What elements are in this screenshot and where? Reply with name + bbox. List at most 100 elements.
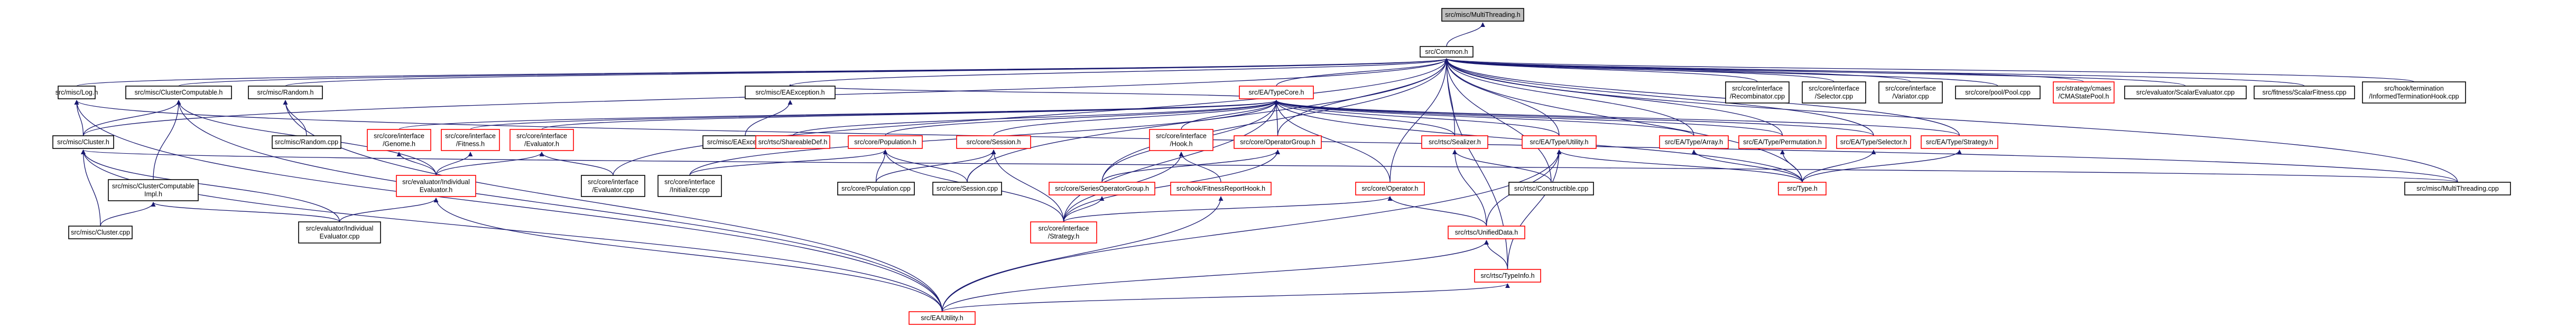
- node-typeutility-h[interactable]: src/EA/Type/Utility.h: [1522, 135, 1597, 149]
- node-typeselector-h[interactable]: src/EA/Type/Selector.h: [1836, 135, 1911, 149]
- node-cluster-cpp[interactable]: src/misc/Cluster.cpp: [68, 226, 133, 239]
- node-box[interactable]: [1659, 135, 1729, 149]
- node-box[interactable]: [2362, 81, 2466, 104]
- node-variator-cpp[interactable]: src/core/interface/Variator.cpp: [1878, 81, 1943, 104]
- node-box[interactable]: [272, 135, 341, 149]
- node-constructible-cpp[interactable]: src/rtsc/Constructible.cpp: [1508, 182, 1594, 195]
- edge-cluster_cpp-to-clustercomputableimpl_h: [100, 202, 156, 227]
- node-selector-cpp[interactable]: src/core/interface/Selector.cpp: [1802, 81, 1866, 104]
- node-box[interactable]: [1522, 135, 1597, 149]
- node-box[interactable]: [1420, 46, 1474, 58]
- node-unifieddata-h[interactable]: src/rtsc/UnifiedData.h: [1448, 226, 1525, 239]
- node-scalarfitness-cpp[interactable]: src/fitness/ScalarFitness.cpp: [2254, 86, 2355, 99]
- node-box[interactable]: [125, 86, 232, 99]
- node-shareabledef-h[interactable]: src/rtsc/ShareableDef.h: [755, 135, 830, 149]
- node-box[interactable]: [909, 311, 976, 325]
- node-cluster-h[interactable]: src/misc/Cluster.h: [52, 135, 114, 149]
- node-box[interactable]: [2404, 182, 2511, 195]
- node-box[interactable]: [1836, 135, 1911, 149]
- node-multithreading-h[interactable]: src/misc/MultiThreading.h: [1441, 8, 1524, 22]
- node-eaexception-h[interactable]: src/misc/EAException.h: [745, 86, 836, 99]
- node-label: src/rtsc/TypeInfo.h: [1480, 272, 1534, 279]
- node-strategy-h[interactable]: src/core/interface/Strategy.h: [1030, 221, 1097, 244]
- node-box[interactable]: [1802, 81, 1866, 104]
- node-evaluator-cpp[interactable]: src/core/interface/Evaluator.cpp: [581, 175, 645, 197]
- node-log-h[interactable]: src/misc/Log.h: [55, 86, 98, 99]
- node-eautility-h[interactable]: src/EA/Utility.h: [909, 311, 976, 325]
- node-box[interactable]: [1725, 81, 1790, 104]
- node-box[interactable]: [1738, 135, 1827, 149]
- node-clustercomputable-h[interactable]: src/misc/ClusterComputable.h: [125, 86, 232, 99]
- node-random-h[interactable]: src/misc/Random.h: [248, 86, 323, 99]
- node-evaluator-h[interactable]: src/core/interface/Evaluator.h: [509, 129, 574, 151]
- node-typearray-h[interactable]: src/EA/Type/Array.h: [1659, 135, 1729, 149]
- node-box[interactable]: [509, 129, 574, 151]
- node-multithreading-cpp[interactable]: src/misc/MultiThreading.cpp: [2404, 182, 2511, 195]
- node-informedterminationhook-cpp[interactable]: src/hook/termination/InformedTermination…: [2362, 81, 2466, 104]
- node-box[interactable]: [2254, 86, 2355, 99]
- node-box[interactable]: [932, 182, 1002, 195]
- node-box[interactable]: [1878, 81, 1943, 104]
- node-box[interactable]: [755, 135, 830, 149]
- node-box[interactable]: [1421, 135, 1488, 149]
- node-typecore-h[interactable]: src/EA/TypeCore.h: [1239, 86, 1314, 99]
- node-box[interactable]: [581, 175, 645, 197]
- node-common-h[interactable]: src/Common.h: [1420, 46, 1474, 58]
- node-box[interactable]: [1921, 135, 1998, 149]
- node-population-h[interactable]: src/core/Population.h: [848, 135, 923, 149]
- node-box[interactable]: [441, 129, 500, 151]
- node-pool-cpp[interactable]: src/core/pool/Pool.cpp: [1955, 86, 2041, 99]
- node-operatorgroup-h[interactable]: src/core/OperatorGroup.h: [1234, 135, 1322, 149]
- node-fitness-h[interactable]: src/core/interface/Fitness.h: [441, 129, 500, 151]
- node-typestrategy-h[interactable]: src/EA/Type/Strategy.h: [1921, 135, 1998, 149]
- node-fitnessreporthook-h[interactable]: src/hook/FitnessReportHook.h: [1170, 182, 1272, 195]
- node-session-h[interactable]: src/core/Session.h: [956, 135, 1031, 149]
- node-box[interactable]: [1030, 221, 1097, 244]
- node-box[interactable]: [298, 221, 381, 244]
- node-box[interactable]: [1170, 182, 1272, 195]
- node-box[interactable]: [848, 135, 923, 149]
- node-box[interactable]: [1778, 182, 1827, 195]
- node-seriesoperatorgroup-h[interactable]: src/core/SeriesOperatorGroup.h: [1049, 182, 1155, 195]
- node-box[interactable]: [396, 175, 476, 197]
- node-box[interactable]: [1955, 86, 2041, 99]
- node-box[interactable]: [108, 179, 199, 201]
- node-box[interactable]: [1508, 182, 1594, 195]
- node-box[interactable]: [1149, 129, 1213, 151]
- node-box[interactable]: [2053, 81, 2115, 104]
- node-typeinfo-h[interactable]: src/rtsc/TypeInfo.h: [1474, 269, 1541, 283]
- node-box[interactable]: [1239, 86, 1314, 99]
- node-session-cpp[interactable]: src/core/Session.cpp: [932, 182, 1002, 195]
- node-cmastatepool-h[interactable]: src/strategy/cmaes/CMAStatePool.h: [2053, 81, 2115, 104]
- node-operator-h[interactable]: src/core/Operator.h: [1355, 182, 1425, 195]
- node-sealizer-h[interactable]: src/rtsc/Sealizer.h: [1421, 135, 1488, 149]
- node-box[interactable]: [52, 135, 114, 149]
- node-box[interactable]: [745, 86, 836, 99]
- node-box[interactable]: [1474, 269, 1541, 283]
- node-box[interactable]: [657, 175, 722, 197]
- node-box[interactable]: [1234, 135, 1322, 149]
- node-random-cpp[interactable]: src/misc/Random.cpp: [272, 135, 341, 149]
- node-box[interactable]: [1355, 182, 1425, 195]
- node-box[interactable]: [68, 226, 133, 239]
- node-typepermutation-h[interactable]: src/EA/Type/Permutation.h: [1738, 135, 1827, 149]
- node-box[interactable]: [1441, 8, 1524, 22]
- node-initializer-cpp[interactable]: src/core/interface/Initializer.cpp: [657, 175, 722, 197]
- node-box[interactable]: [248, 86, 323, 99]
- node-box[interactable]: [956, 135, 1031, 149]
- node-box[interactable]: [1049, 182, 1155, 195]
- node-genome-h[interactable]: src/core/interface/Genome.h: [367, 129, 431, 151]
- node-box[interactable]: [1448, 226, 1525, 239]
- node-recombinator-cpp[interactable]: src/core/interface/Recombinator.cpp: [1725, 81, 1790, 104]
- node-box[interactable]: [837, 182, 915, 195]
- node-population-cpp[interactable]: src/core/Population.cpp: [837, 182, 915, 195]
- node-hook-h[interactable]: src/core/interface/Hook.h: [1149, 129, 1213, 151]
- node-type-h[interactable]: src/Type.h: [1778, 182, 1827, 195]
- node-box[interactable]: [58, 86, 96, 99]
- node-box[interactable]: [367, 129, 431, 151]
- node-box[interactable]: [2124, 86, 2247, 99]
- node-scalarevaluator-cpp[interactable]: src/evaluator/ScalarEvaluator.cpp: [2124, 86, 2247, 99]
